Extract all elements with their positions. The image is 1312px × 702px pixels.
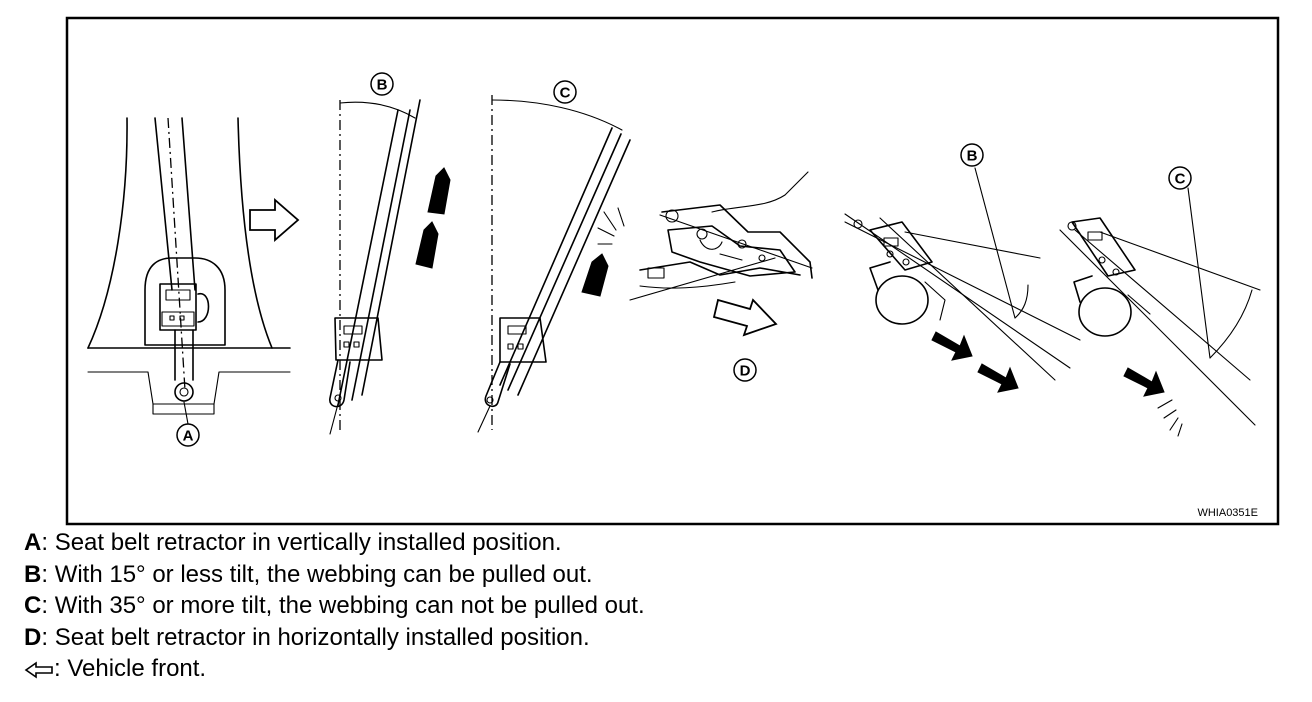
legend-text: With 15° or less tilt, the webbing can b… [54, 560, 593, 588]
callout-c-label: C [560, 85, 571, 102]
callout-b-horizontal-label: B [967, 148, 978, 165]
legend-text: Vehicle front. [67, 655, 207, 682]
legend-separator: : [41, 592, 55, 619]
legend-separator: : [54, 655, 68, 682]
diagram-svg: A B C D B C WHIA0351E [65, 16, 1280, 526]
legend-item-b: B: With 15° or less tilt, the webbing ca… [24, 559, 1024, 591]
callout-a-label: A [183, 428, 194, 445]
legend: A: Seat belt retractor in vertically ins… [24, 527, 1024, 685]
legend-key: B [24, 560, 42, 588]
legend-text: Seat belt retractor in horizontally inst… [54, 623, 590, 651]
callout-c-horizontal-label: C [1175, 171, 1186, 188]
callout-a: A [176, 423, 200, 447]
panel-tilt-15 [329, 99, 451, 435]
panel-vertical-retractor [87, 117, 300, 425]
legend-text: Seat belt retractor in vertically instal… [54, 529, 562, 556]
legend-separator: : [41, 560, 55, 588]
legend-text: With 35° or more tilt, the webbing can n… [54, 592, 645, 619]
panel-horizontal-tilt-15 [844, 167, 1081, 393]
legend-key: A [24, 529, 42, 556]
callout-c-horizontal: C [1168, 166, 1192, 190]
legend-item-c: C: With 35° or more tilt, the webbing ca… [24, 590, 1024, 622]
hollow-front-arrow-icon [712, 298, 778, 337]
panel-tilt-35 [477, 95, 631, 433]
retractor-diagram: A B C D B C WHIA0351E [65, 16, 1280, 526]
legend-separator: : [41, 623, 55, 651]
panel-horizontal-retractor [629, 171, 813, 337]
figure-id: WHIA0351E [1197, 507, 1258, 519]
callout-b: B [370, 72, 394, 96]
legend-separator: : [41, 529, 55, 556]
hollow-right-arrow-icon [249, 198, 300, 242]
diagram-frame [65, 16, 1280, 526]
callout-d-label: D [740, 363, 751, 380]
callout-c: C [553, 80, 577, 104]
legend-item-front: : Vehicle front. [24, 653, 1024, 685]
callout-d: D [733, 358, 757, 382]
legend-key: C [24, 592, 42, 619]
callout-b-horizontal: B [960, 143, 984, 167]
panel-horizontal-tilt-35 [1059, 187, 1261, 437]
legend-item-d: D: Seat belt retractor in horizontally i… [24, 622, 1024, 654]
hollow-left-arrow-icon [24, 661, 53, 679]
callout-b-label: B [377, 77, 388, 94]
legend-item-a: A: Seat belt retractor in vertically ins… [24, 527, 1024, 559]
legend-key: D [24, 623, 42, 651]
